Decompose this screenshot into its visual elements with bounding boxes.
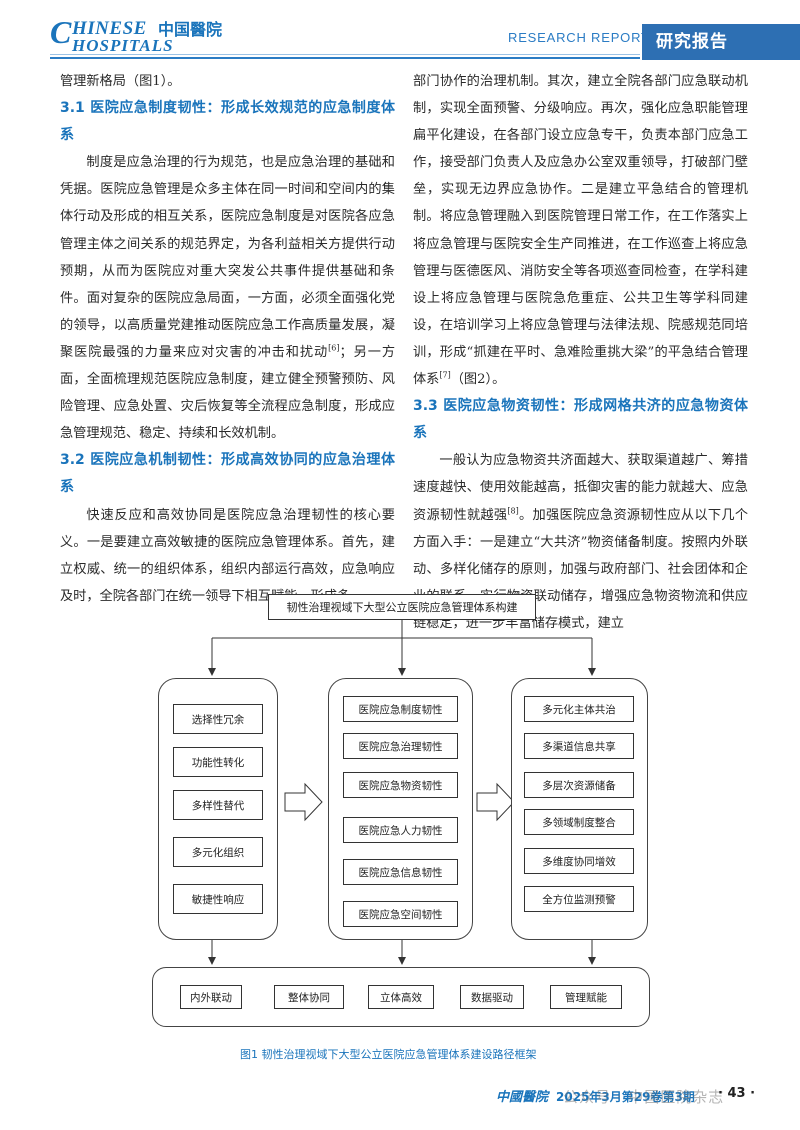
middle-group-item: 医院应急空间韧性 [343, 901, 458, 927]
watermark: 公众号 · 中国医院杂志 [563, 1088, 725, 1106]
section-heading-3-2: 3.2 医院应急机制韧性：形成高效协同的应急治理体系 [60, 452, 395, 496]
text-run: 。加强医院应急资源韧性应从以下几个方面入手：一是建立“大共济”物资储备制度。按照… [413, 507, 749, 631]
right-column: 部门协作的治理机制。其次，建立全院各部门应急联动机制，实现全面预警、分级响应。再… [413, 68, 748, 637]
page-header: C HINESE HOSPITALS 中国醫院 RESEARCH REPORT … [0, 0, 800, 62]
header-rule-thin [50, 54, 640, 55]
left-group-item: 功能性转化 [173, 747, 263, 777]
block-arrow [284, 782, 323, 822]
section-heading-3-1: 3.1 医院应急制度韧性：形成长效规范的应急制度体系 [60, 100, 395, 144]
text-run: 制度是应急治理的行为规范，也是应急治理的基础和凭据。医院应急管理是众多主体在同一… [60, 155, 395, 360]
bottom-row-item: 管理赋能 [550, 985, 622, 1009]
bottom-row-item: 内外联动 [180, 985, 242, 1009]
paragraph: 制度是应急治理的行为规范，也是应急治理的基础和凭据。医院应急管理是众多主体在同一… [60, 149, 395, 447]
middle-group-item: 医院应急人力韧性 [343, 817, 458, 843]
left-group-item: 多样性替代 [173, 790, 263, 820]
section-heading-3-3: 3.3 医院应急物资韧性：形成网格共济的应急物资体系 [413, 398, 748, 442]
middle-group-item: 医院应急物资韧性 [343, 772, 458, 798]
chinese-hospitals-logo: C HINESE HOSPITALS 中国醫院 [50, 12, 250, 56]
logo-text-cn: 中国醫院 [158, 20, 223, 39]
logo-text-bottom: HOSPITALS [72, 36, 174, 55]
text-run: 部门协作的治理机制。其次，建立全院各部门应急联动机制，实现全面预警、分级响应。再… [413, 74, 748, 388]
figure-title-box: 韧性治理视域下大型公立医院应急管理体系构建 [268, 594, 536, 620]
bottom-row-item: 立体高效 [368, 985, 434, 1009]
middle-group-item: 医院应急信息韧性 [343, 859, 458, 885]
figure-connectors [208, 620, 596, 1002]
figure-caption: 图1 韧性治理视域下大型公立医院应急管理体系建设路径框架 [240, 1048, 537, 1061]
citation-ref[interactable]: [6] [328, 343, 340, 353]
logo-letter-c: C [50, 14, 72, 50]
right-group-item: 全方位监测预警 [524, 886, 634, 912]
paragraph: 一般认为应急物资共济面越大、获取渠道越广、筹措速度越快、使用效能越高，抵御灾害的… [413, 447, 748, 637]
page-footer: 中國醫院 2025年3月第29卷第3期 公众号 · 中国医院杂志 · 43 · [0, 1080, 800, 1130]
middle-group-item: 医院应急治理韧性 [343, 733, 458, 759]
right-group-item: 多维度协同增效 [524, 848, 634, 874]
citation-ref[interactable]: [8] [507, 506, 519, 516]
left-column: 管理新格局（图1）。 3.1 医院应急制度韧性：形成长效规范的应急制度体系 制度… [60, 68, 395, 610]
page-number: · 43 · [718, 1086, 756, 1101]
text-run: （图2）。 [450, 372, 506, 388]
citation-ref[interactable]: [7] [439, 370, 451, 380]
section-tab: 研究报告 [642, 24, 800, 60]
text-run: ；另一方面，全面梳理规范医院应急制度，建立健全预警预防、风险管理、应急处置、灾后… [60, 344, 396, 442]
footer-issue: 2025年3月第29卷第3期 [556, 1090, 695, 1104]
bottom-row-item: 整体协同 [274, 985, 344, 1009]
paragraph: 部门协作的治理机制。其次，建立全院各部门应急联动机制，实现全面预警、分级响应。再… [413, 68, 748, 393]
text-run: 一般认为应急物资共济面越大、获取渠道越广、筹措速度越快、使用效能越高，抵御灾害的… [413, 453, 748, 523]
block-arrow [476, 782, 515, 822]
left-group-item: 多元化组织 [173, 837, 263, 867]
left-group-item: 选择性冗余 [173, 704, 263, 734]
right-group-item: 多元化主体共治 [524, 696, 634, 722]
logo-text-top: HINESE [72, 18, 147, 39]
footer-magazine-name: 中國醫院 [496, 1090, 549, 1105]
bottom-row-item: 数据驱动 [460, 985, 524, 1009]
paragraph: 管理新格局（图1）。 [60, 74, 181, 89]
right-group-item: 多领域制度整合 [524, 809, 634, 835]
right-group-item: 多渠道信息共享 [524, 733, 634, 759]
right-group-item: 多层次资源储备 [524, 772, 634, 798]
header-rule [50, 57, 640, 59]
middle-group-item: 医院应急制度韧性 [343, 696, 458, 722]
research-report-label: RESEARCH REPORT [508, 30, 650, 45]
left-group-item: 敏捷性响应 [173, 884, 263, 914]
figure-1: 韧性治理视域下大型公立医院应急管理体系构建 选择性冗余 功能性转化 多样性替代 … [0, 590, 800, 1070]
